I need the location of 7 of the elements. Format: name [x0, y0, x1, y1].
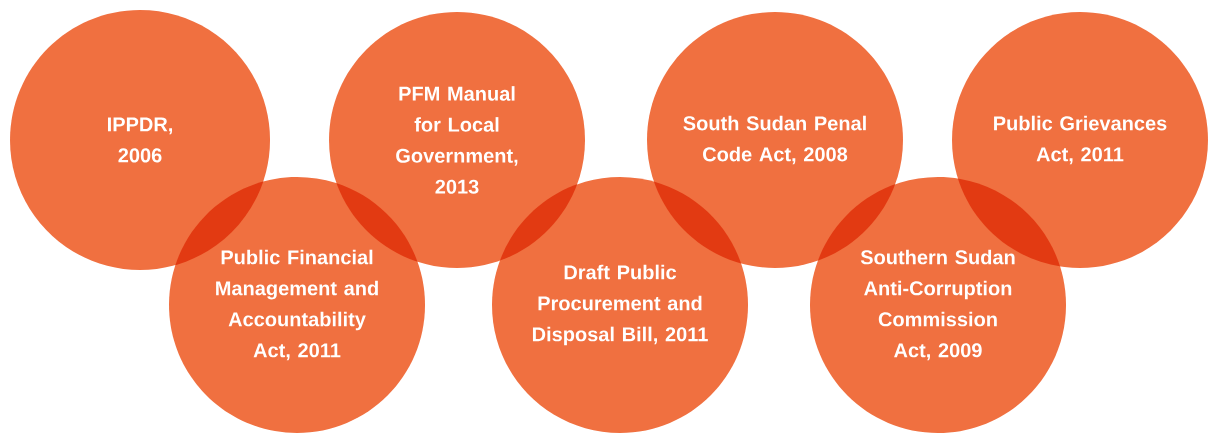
circle-label: Southern Sudan Anti-Corruption Commission Act, 2009 — [860, 249, 1015, 361]
circle-label: Draft Public Procurement and Disposal Bill, 2011 — [532, 264, 708, 346]
circle-label: South Sudan Penal Code Act, 2008 — [683, 115, 866, 165]
circle-label: Public Financial Management and Accountability Act, 2011 — [216, 249, 378, 361]
circle-label: PFM Manual for Local Government, 2013 — [396, 86, 518, 194]
circle-label: Public Grievances Act, 2011 — [994, 115, 1167, 165]
circle-label: IPPDR, 2006 — [108, 117, 172, 163]
